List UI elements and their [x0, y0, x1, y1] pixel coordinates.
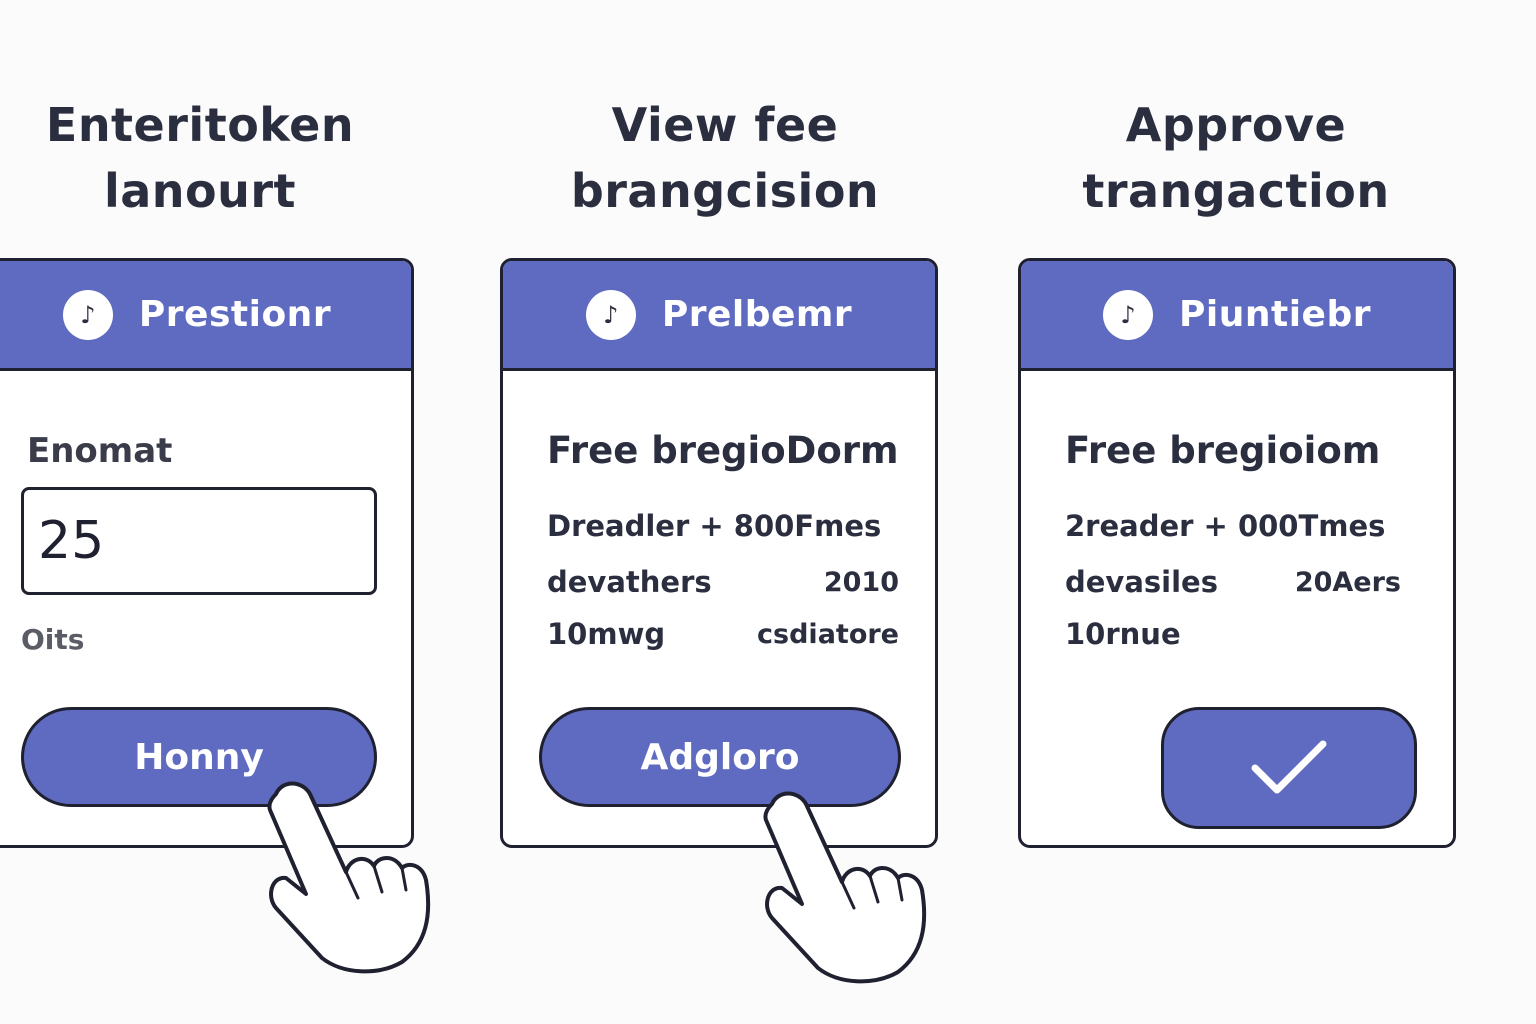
fee-line-2-value: 20Aers: [1294, 567, 1401, 598]
step-2-header-title: Prelbemr: [661, 294, 853, 335]
step-1-card: ♪ Prestionr Enomat Oits Honny: [0, 258, 414, 848]
step-2-card-header: ♪ Prelbemr: [503, 261, 935, 371]
fee-line-1: Dreadler + 800Fmes: [547, 509, 882, 543]
fee-line-1: 2reader + 000Tmes: [1065, 509, 1386, 543]
fee-line-3-label: 10mwg: [547, 617, 666, 651]
step-1-card-header: ♪ Prestionr: [0, 261, 411, 371]
fee-line-3-label: 10rnue: [1065, 617, 1181, 651]
step-1-continue-button[interactable]: Honny: [21, 707, 377, 807]
music-note-icon: ♪: [62, 289, 113, 340]
amount-input[interactable]: [21, 487, 377, 595]
amount-helper-text: Oits: [21, 623, 85, 656]
amount-label: Enomat: [27, 431, 173, 471]
step-3-header-title: Piuntiebr: [1179, 294, 1371, 335]
step-1-title: Enteritoken lanourt: [0, 92, 410, 224]
checkmark-icon: [1251, 740, 1327, 794]
fee-line-2-label: devathers: [547, 565, 712, 599]
fee-line-2-value: 2010: [823, 567, 899, 598]
fee-breakdown-heading: Free bregioDorm: [547, 429, 899, 472]
step-2-approve-button[interactable]: Adgloro: [539, 707, 901, 807]
step-2-title: View fee brangcision: [515, 92, 935, 224]
fee-line-2-label: devasiles: [1065, 565, 1218, 599]
step-3-title-line-2: trangaction: [1082, 164, 1390, 218]
step-3-title: Approve trangaction: [1026, 92, 1446, 224]
music-note-icon: ♪: [1103, 289, 1153, 340]
step-3-card: ♪ Piuntiebr Free bregioiom 2reader + 000…: [1018, 258, 1456, 848]
fee-line-3-value: csdiatore: [757, 619, 899, 650]
step-2-title-line-2: brangcision: [570, 164, 880, 218]
step-1-title-line-1: Enteritoken: [45, 98, 355, 152]
step-1-title-line-2: lanourt: [103, 164, 297, 218]
step-1-header-title: Prestionr: [138, 294, 332, 335]
step-3-confirm-button[interactable]: [1161, 707, 1417, 829]
step-2-title-line-1: View fee: [611, 98, 839, 152]
step-2-card: ♪ Prelbemr Free bregioDorm Dreadler + 80…: [500, 258, 938, 848]
step-3-card-header: ♪ Piuntiebr: [1021, 261, 1453, 371]
fee-breakdown-heading: Free bregioiom: [1065, 429, 1381, 472]
step-3-title-line-1: Approve: [1125, 98, 1347, 152]
music-note-icon: ♪: [585, 289, 636, 340]
